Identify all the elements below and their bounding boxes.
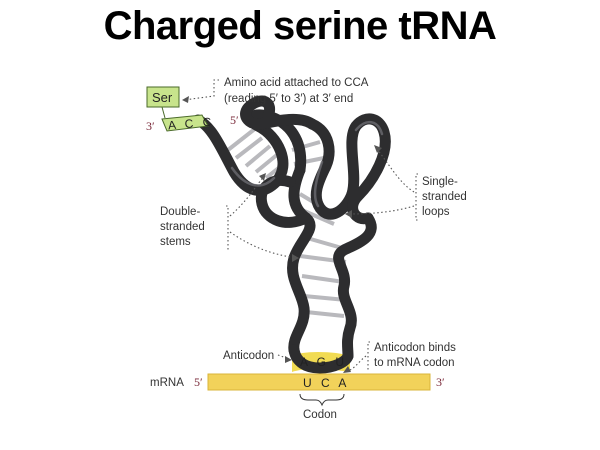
double-stranded-arrowhead-upper xyxy=(259,173,266,181)
single-stranded-line3: loops xyxy=(422,206,450,218)
acceptor-arm-box xyxy=(161,114,209,132)
three-prime-top: 3′ xyxy=(146,119,155,133)
single-stranded-arrowhead-lower xyxy=(345,210,352,218)
anticodon-binds-line2: to mRNA codon xyxy=(374,357,455,369)
single-stranded-callout-lower xyxy=(347,205,415,215)
amino-acid-note-callout xyxy=(183,79,219,101)
mrna-five-prime: 5′ xyxy=(194,375,203,389)
amino-acid-note-line2: (reading 5′ to 3′) at 3′ end xyxy=(224,93,353,105)
mrna-strip xyxy=(207,373,431,391)
single-stranded-brace xyxy=(415,173,418,221)
amino-acid-box xyxy=(146,86,180,108)
single-stranded-line1: Single- xyxy=(422,176,458,188)
single-stranded-line2: stranded xyxy=(422,191,467,203)
amino-acid-arrowhead xyxy=(182,96,189,103)
double-stranded-arrowhead-lower xyxy=(292,254,299,262)
anticodon-binds-brace xyxy=(367,341,370,371)
double-stranded-line2: stranded xyxy=(160,221,205,233)
double-stranded-callout-lower xyxy=(229,231,297,259)
double-stranded-brace xyxy=(226,205,229,251)
codon-label: Codon xyxy=(303,409,337,421)
single-stranded-callout-upper xyxy=(375,147,415,193)
single-stranded-arrowhead-upper xyxy=(374,145,382,153)
mrna-label: mRNA xyxy=(150,377,184,389)
amino-acid-link xyxy=(161,106,166,119)
anticodon-arrowhead xyxy=(285,356,292,363)
acceptor-bases: A C C xyxy=(167,115,214,133)
amino-acid-label: Ser xyxy=(152,90,173,105)
anticodon-binds-callout xyxy=(345,355,367,373)
anticodon-bases: A G U xyxy=(300,355,347,369)
mrna-three-prime: 3′ xyxy=(436,375,445,389)
amino-acid-note-line1: Amino acid attached to CCA xyxy=(224,77,369,89)
five-prime-top: 5′ xyxy=(230,113,239,127)
page-title: Charged serine tRNA xyxy=(103,4,497,48)
double-stranded-line1: Double- xyxy=(160,206,200,218)
trna-backbone xyxy=(192,95,391,374)
anticodon-label: Anticodon xyxy=(223,350,274,362)
codon-brace xyxy=(299,393,345,407)
codon-bases: U C A xyxy=(303,376,349,390)
double-stranded-line3: stems xyxy=(160,236,191,248)
anticodon-binds-arrowhead xyxy=(343,366,351,373)
anticodon-binds-line1: Anticodon binds xyxy=(374,342,456,354)
